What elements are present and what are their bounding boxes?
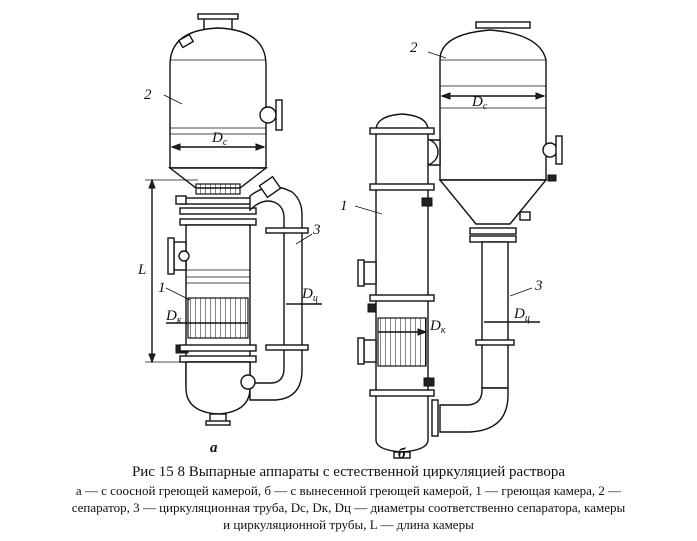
heating-chamber-b [375, 113, 429, 453]
caption-legend-line1: а — с соосной греющей камерой, б — с вын… [75, 483, 622, 498]
label-dk-a: Dк [165, 308, 182, 326]
figure-caption: Рис 15 8 Выпарные аппараты с естественно… [0, 462, 697, 533]
label-variant-b: б [398, 446, 406, 462]
circulation-pipe-a [249, 186, 303, 401]
label-dk-b: Dк [429, 318, 446, 336]
caption-title: Рис 15 8 Выпарные аппараты с естественно… [131, 464, 566, 480]
label-dts-a: Dц [301, 286, 318, 304]
apparatus-a [145, 13, 322, 426]
tube-bundle-a [187, 297, 249, 339]
label-dts-b: Dц [513, 306, 530, 324]
label-separator-b: 2 [410, 40, 418, 56]
separator-b [439, 29, 547, 181]
label-heating-a: 1 [158, 280, 166, 296]
label-heating-b: 1 [340, 198, 348, 214]
apparatus-b [354, 21, 563, 459]
caption-legend-line3: и циркуляционной трубы, L — длина камеры [223, 517, 474, 532]
circulation-pipe-b [481, 241, 509, 389]
label-dc-b: Dc [471, 94, 488, 112]
label-dc-a: Dc [211, 130, 228, 148]
label-circ-b: 3 [534, 278, 543, 294]
caption-legend-line2: сепаратор, 3 — циркуляционная труба, Dc,… [71, 500, 626, 515]
label-separator-a: 2 [144, 87, 152, 103]
label-circ-a: 3 [312, 222, 321, 238]
separator-a [169, 27, 267, 169]
label-length: L [137, 262, 146, 278]
label-variant-a: а [210, 440, 218, 456]
evaporator-diagram: 2 Dc L 1 Dк 3 Dц а [137, 13, 563, 462]
